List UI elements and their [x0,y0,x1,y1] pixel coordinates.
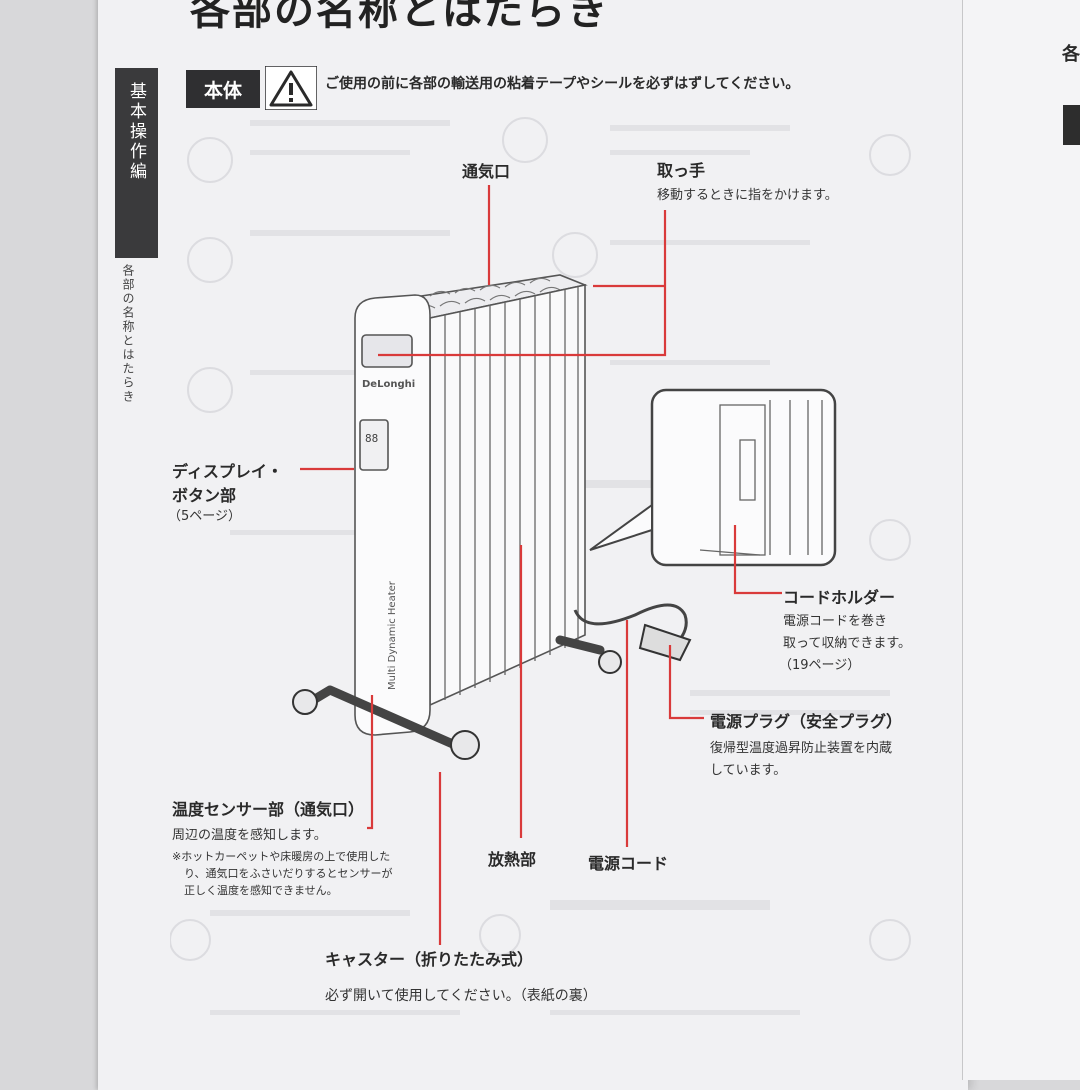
desc-cord-holder-2: 取って収納できます。 [783,636,912,651]
label-display-buttons-2: ボタン部 [172,486,237,505]
label-handle: 取っ手 [657,161,706,180]
label-vent: 通気口 [462,162,511,181]
page-title: 各部の名称とはたらき [190,0,610,34]
label-cord-holder: コードホルダー [783,588,896,607]
note-temp-sensor-3: 正しく温度を感知できません。 [184,884,338,897]
leader-lines [300,185,782,945]
warning-icon [265,66,317,110]
warning-note: ご使用の前に各部の輸送用の粘着テープやシールを必ずはずしてください。 [325,76,800,92]
display-readout: 88 [365,432,378,445]
label-power-plug: 電源プラグ（安全プラグ） [710,712,903,731]
model-text: Multi Dynamic Heater [387,580,398,690]
desc-cord-holder-1: 電源コードを巻き [783,614,888,629]
facing-page [962,0,1080,1080]
note-temp-sensor-1: ※ホットカーペットや床暖房の上で使用した [172,850,391,863]
facing-page-title-fragment: 各 [1062,44,1080,65]
section-index: 各部の名称とはたらき [121,264,135,404]
ref-cord-holder: （19ページ） [779,658,861,673]
label-temp-sensor: 温度センサー部（通気口） [172,800,365,819]
label-radiator: 放熱部 [488,850,537,869]
brand-logo: DeLonghi [362,379,415,390]
desc-power-plug-2: しています。 [710,763,787,778]
note-temp-sensor-2: り、通気口をふさいだりするとセンサーが [184,867,393,880]
facing-page-tab [1063,105,1080,145]
chapter-tab: 基本操作編 [115,68,158,258]
ref-display-buttons: （5ページ） [168,509,242,524]
section-badge: 本体 [186,70,260,108]
desc-temp-sensor: 周辺の温度を感知します。 [172,828,327,843]
desc-power-plug-1: 復帰型温度過昇防止装置を内蔵 [710,741,893,756]
label-caster: キャスター（折りたたみ式） [325,950,534,969]
label-power-cord: 電源コード [588,854,669,873]
label-display-buttons-1: ディスプレイ・ [172,462,283,481]
desc-caster: 必ず開いて使用してください。（表紙の裏） [325,988,597,1004]
desc-handle: 移動するときに指をかけます。 [657,188,838,203]
